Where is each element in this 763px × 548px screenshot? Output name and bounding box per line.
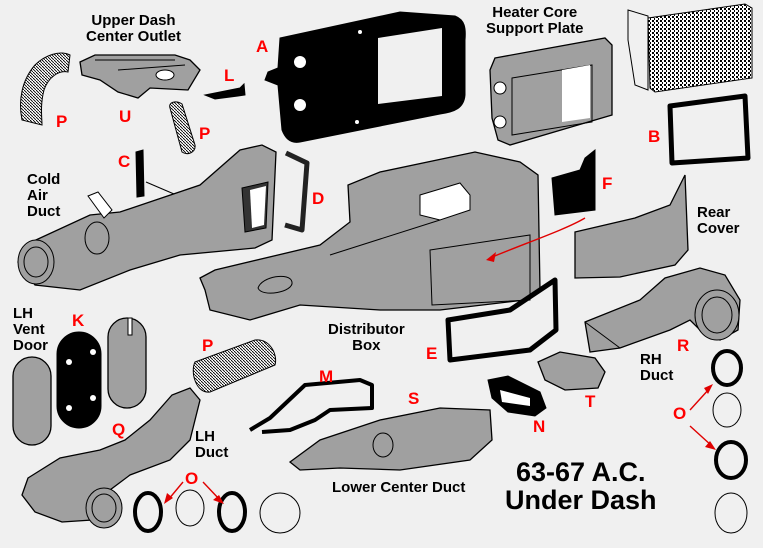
heater-core <box>627 3 753 93</box>
key-k: K <box>72 311 85 330</box>
seal-k <box>56 331 102 429</box>
label-line: LH <box>195 428 215 445</box>
key-p-center: P <box>199 124 211 143</box>
label-line: Door <box>13 337 48 354</box>
label-line: Center Outlet <box>86 28 182 45</box>
arrows-o-bottom <box>164 481 224 504</box>
hose-p-center <box>169 101 196 155</box>
lh-duct <box>21 387 201 529</box>
key-u: U <box>119 107 132 126</box>
key-d: D <box>312 189 325 208</box>
adapter-t <box>537 351 606 391</box>
label-line: Distributor <box>328 321 405 338</box>
key-p-lower: P <box>202 336 214 355</box>
key-o-right: O <box>673 404 687 423</box>
key-e: E <box>426 344 438 363</box>
label-line: Rear <box>697 204 731 221</box>
label-line: Heater Core <box>492 4 578 21</box>
label-line: Support Plate <box>486 20 584 37</box>
diagram-title: 63-67 A.C. Under Dash <box>505 458 657 514</box>
gasket-e <box>445 277 559 363</box>
key-o-bottom: O <box>185 469 199 488</box>
label-lh-duct: LH Duct <box>195 429 228 461</box>
label-line: Vent <box>13 321 45 338</box>
gasket-plate-a <box>264 11 466 143</box>
label-line: Duct <box>27 203 61 220</box>
label-line: Box <box>352 337 381 354</box>
key-r: R <box>677 336 690 355</box>
label-line: Duct <box>640 367 674 384</box>
rings-bottom <box>133 489 301 534</box>
key-p-top-left: P <box>56 112 68 131</box>
label-rear-cover: Rear Cover <box>697 205 740 237</box>
arrows-o-right <box>689 384 716 450</box>
gasket-d <box>284 150 310 233</box>
cold-air-duct <box>17 144 277 291</box>
label-lh-vent-door: LH Vent Door <box>13 306 48 354</box>
key-l: L <box>224 66 235 85</box>
bracket-m <box>248 378 374 434</box>
title-line-1: 63-67 A.C. <box>515 457 646 487</box>
label-line: RH <box>640 351 662 368</box>
label-lower-center-duct: Lower Center Duct <box>332 480 465 496</box>
key-m: M <box>319 367 334 386</box>
key-b: B <box>648 127 661 146</box>
key-s: S <box>408 389 420 408</box>
label-upper-dash-center-outlet: Upper Dash Center Outlet <box>86 13 181 45</box>
key-f: F <box>602 174 613 193</box>
title-line-2: Under Dash <box>505 485 657 515</box>
lower-center-duct <box>288 407 493 471</box>
key-t: T <box>585 392 596 411</box>
distributor-box <box>199 151 541 321</box>
vent-door-linkage <box>107 317 147 409</box>
cover-f <box>551 148 596 216</box>
connector-n <box>487 375 547 417</box>
key-q: Q <box>112 420 126 439</box>
bracket-l <box>203 82 246 100</box>
key-a: A <box>256 37 269 56</box>
rear-cover <box>574 174 689 279</box>
label-line: Cover <box>697 220 740 237</box>
heater-core-support-plate <box>489 37 613 146</box>
label-distributor-box: Distributor Box <box>328 322 405 354</box>
hose-p-lower <box>192 339 277 393</box>
label-cold-air-duct: Cold Air Duct <box>27 172 60 220</box>
upper-dash-center-outlet <box>79 54 201 99</box>
label-line: Lower Center Duct <box>332 479 466 496</box>
label-line: Duct <box>195 444 229 461</box>
rh-duct <box>584 267 741 353</box>
lh-vent-door <box>12 356 52 446</box>
hose-p-top-left <box>20 52 71 126</box>
key-c: C <box>118 152 131 171</box>
label-line: Cold <box>27 171 61 188</box>
key-n: N <box>533 417 546 436</box>
label-rh-duct: RH Duct <box>640 352 673 384</box>
arrow-f-to-box <box>486 217 586 262</box>
label-line: Air <box>27 187 48 204</box>
rings-right <box>711 349 748 534</box>
gasket-b <box>667 93 751 166</box>
label-heater-core-support-plate: Heater Core Support Plate <box>486 5 584 37</box>
label-line: LH <box>13 305 33 322</box>
label-line: Upper Dash <box>91 12 176 29</box>
